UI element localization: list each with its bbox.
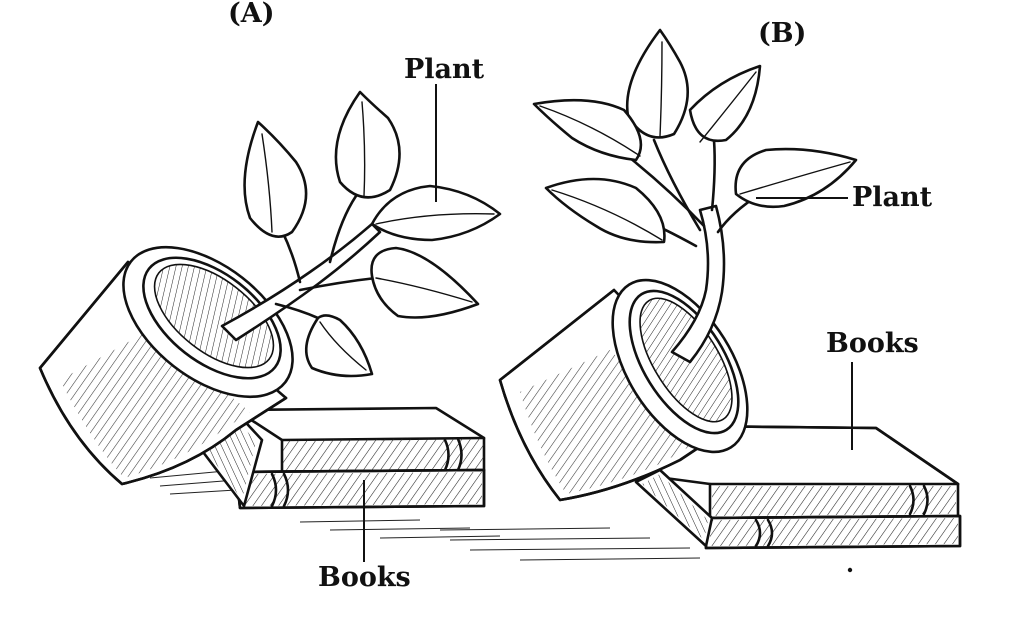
panel-b-plant — [532, 28, 858, 364]
speck — [847, 567, 853, 573]
panel-b-books-label: Books — [826, 328, 919, 359]
panel-a-books-label: Books — [318, 562, 411, 593]
panel-b-plant-label: Plant — [852, 182, 933, 213]
panel-a-pot — [38, 245, 294, 486]
panel-a-plant-label: Plant — [404, 54, 485, 85]
panel-a-plant — [220, 90, 502, 378]
panel-a-diagram — [38, 90, 502, 539]
panel-b-ground-shadow — [439, 527, 701, 561]
panel-a-title: (A) — [228, 0, 275, 29]
panel-b-title: (B) — [758, 18, 807, 49]
panel-b-diagram — [439, 28, 962, 561]
